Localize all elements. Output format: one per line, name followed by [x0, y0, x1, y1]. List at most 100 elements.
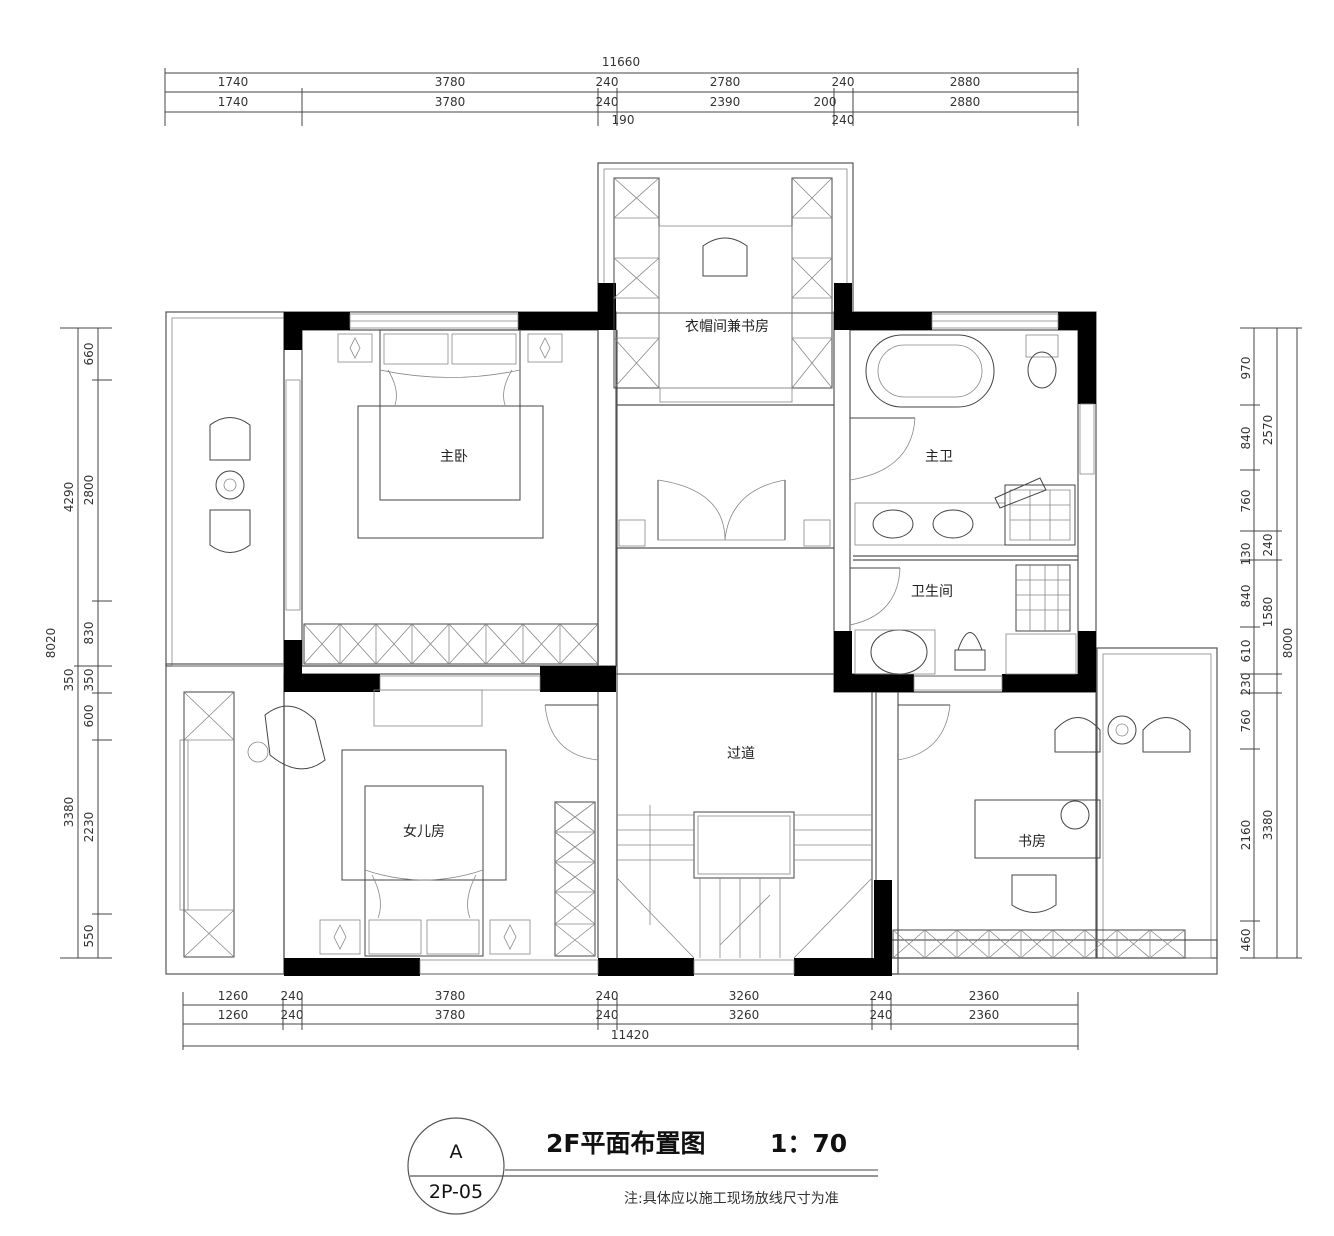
dim-bot-r2-6: 240 [870, 1008, 893, 1022]
dim-bot-r2-4: 240 [596, 1008, 619, 1022]
dim-left-outer-2: 3380 [62, 797, 76, 828]
lounge-chair-icon [264, 705, 326, 770]
master-bath-fixtures [849, 334, 1076, 546]
dim-top-r1-3: 240 [596, 75, 619, 89]
dim-right-inner-8: 760 [1239, 710, 1253, 733]
dim-bot-r1-6: 240 [870, 989, 893, 1003]
dim-right-inner-1: 970 [1239, 357, 1253, 380]
dim-right-inner-10: 460 [1239, 929, 1253, 952]
dim-top-r2-2: 3780 [435, 95, 466, 109]
side-table-icon [215, 470, 245, 500]
dim-left-outer-total: 8020 [44, 628, 58, 659]
sink-icon [932, 509, 974, 539]
dim-right-inner-9: 2160 [1239, 820, 1253, 851]
desk-lamp-icon [1060, 800, 1090, 830]
windows [179, 313, 1095, 975]
cloakroom-wardrobes [613, 177, 833, 403]
badge-letter: A [450, 1141, 463, 1163]
dim-left-inner-6: 600 [82, 705, 96, 728]
toilet-icon [1027, 351, 1057, 389]
title-block: A 2P-05 2F平面布置图 1：70 注:具体应以施工现场放线尺寸为准 [407, 1117, 878, 1215]
wall-piers [284, 283, 1096, 976]
dim-top-r1-5: 240 [832, 75, 855, 89]
shower-icon [1004, 484, 1076, 546]
dim-top-r2-6: 2880 [950, 95, 981, 109]
desk-chair-icon [702, 237, 748, 277]
drawing-reference-badge [407, 1117, 505, 1215]
armchair-icon [1054, 717, 1101, 753]
room-label-master-bath: 主卫 [925, 449, 953, 465]
dim-top-r1-1: 1740 [218, 75, 249, 89]
sink-icon [872, 509, 914, 539]
armchair-icon [209, 417, 251, 461]
dim-right-outer-3: 1580 [1261, 597, 1275, 628]
lamp-icon [333, 924, 347, 950]
drawing-title: 2F平面布置图 [546, 1129, 705, 1158]
side-table-icon [1107, 715, 1137, 745]
top-dimension-lines: 11660 1740 3780 240 2780 240 2880 1740 3… [164, 55, 1079, 127]
armchair-icon [1142, 717, 1191, 753]
dim-bot-r2-2: 240 [281, 1008, 304, 1022]
dim-left-outer-1: 4290 [62, 482, 76, 513]
dim-left-inner-7: 2230 [82, 812, 96, 843]
corridor-doors [618, 479, 831, 547]
shower-tray-icon [1015, 564, 1071, 632]
dim-bot-r2-1: 1260 [218, 1008, 249, 1022]
daughter-room-furniture [183, 691, 599, 958]
dim-right-inner-7: 230 [1239, 673, 1253, 696]
dim-bot-total: 11420 [611, 1028, 649, 1042]
dim-right-inner-3: 760 [1239, 490, 1253, 513]
dim-top-r2-5: 200 [814, 95, 837, 109]
toilet-tank-icon [1025, 334, 1059, 358]
right-dimension-lines: 970 840 760 130 840 610 230 760 2160 460… [1239, 327, 1302, 959]
balconies [165, 162, 1218, 975]
dim-bot-r1-1: 1260 [218, 989, 249, 1003]
dim-left-inner-1: 660 [82, 343, 96, 366]
dim-top-r1-6: 2880 [950, 75, 981, 89]
dim-top-r3-1: 190 [612, 113, 635, 127]
dim-bot-r1-5: 3260 [729, 989, 760, 1003]
sink-icon [870, 629, 928, 675]
dim-top-r3-2: 240 [832, 113, 855, 127]
dim-top-r2-1: 1740 [218, 95, 249, 109]
dim-right-inner-4: 130 [1239, 543, 1253, 566]
dim-bot-r1-3: 3780 [435, 989, 466, 1003]
dim-bot-r2-7: 2360 [969, 1008, 1000, 1022]
dim-left-inner-4: 350 [62, 669, 76, 692]
desk-icon [974, 799, 1101, 859]
dim-left-inner-8: 550 [82, 925, 96, 948]
dim-right-inner-5: 840 [1239, 585, 1253, 608]
bottom-dimension-lines: 1260 240 3780 240 3260 240 2360 1260 240… [182, 989, 1079, 1050]
dim-bot-r2-5: 3260 [729, 1008, 760, 1022]
drawing-note: 注:具体应以施工现场放线尺寸为准 [624, 1190, 839, 1207]
dim-right-outer-1: 2570 [1261, 415, 1275, 446]
staircase [616, 805, 873, 959]
room-label-daughter-room: 女儿房 [403, 823, 445, 840]
dim-bot-r2-3: 3780 [435, 1008, 466, 1022]
room-label-bathroom: 卫生间 [911, 584, 953, 600]
dim-right-inner-2: 840 [1239, 427, 1253, 450]
room-label-master-bedroom: 主卧 [440, 449, 468, 465]
bathtub-icon [865, 334, 995, 408]
dim-top-r2-3: 240 [596, 95, 619, 109]
left-dimension-lines: 4290 8020 3380 660 2800 830 350 350 600 … [44, 327, 112, 959]
armchair-icon [209, 509, 251, 553]
dim-top-r2-4: 2390 [710, 95, 741, 109]
badge-code: 2P-05 [429, 1181, 483, 1203]
interior-walls [283, 311, 1097, 975]
room-label-corridor: 过道 [727, 746, 755, 762]
dim-bot-r1-7: 2360 [969, 989, 1000, 1003]
bathroom-fixtures [849, 564, 1077, 675]
toilet-icon [954, 632, 986, 671]
balcony-seating [209, 417, 251, 553]
lamp-icon [539, 337, 551, 359]
dim-top-r1-4: 2780 [710, 75, 741, 89]
master-bedroom-furniture [303, 329, 599, 665]
dim-bot-r1-2: 240 [281, 989, 304, 1003]
room-labels: 衣帽间兼书房 主卧 主卫 卫生间 过道 女儿房 书房 [403, 319, 1046, 850]
dim-top-r1-2: 3780 [435, 75, 466, 89]
dim-left-inner-2: 2800 [82, 475, 96, 506]
room-label-cloakroom: 衣帽间兼书房 [685, 319, 769, 335]
dim-left-inner-5: 350 [82, 669, 96, 692]
